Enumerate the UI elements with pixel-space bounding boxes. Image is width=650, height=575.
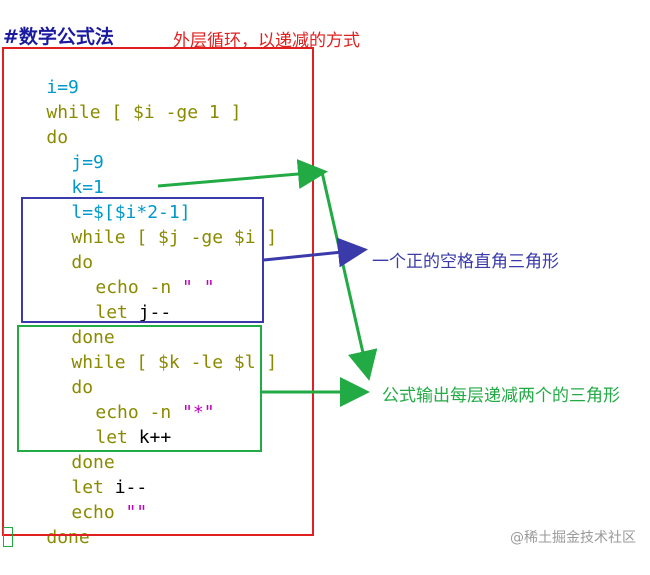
code-line-15: let k++ (52, 400, 171, 448)
green-arrow-formula (157, 159, 328, 189)
watermark: @稀土掘金技术社区 (510, 530, 636, 546)
star-loop-box (17, 325, 262, 452)
annotation-arrows (157, 159, 378, 407)
code-line-12: while [ $k -le $l ] (28, 325, 277, 373)
code-editor[interactable]: #数学公式法 外层循环，以递减的方式 i=9 while [ $i -ge 1 … (0, 0, 650, 561)
title-line: #数学公式法 (3, 25, 114, 49)
code-line-5: k=1 (28, 150, 104, 198)
code-line-8: do (28, 225, 93, 273)
code-line-3: do (3, 100, 68, 148)
green-arrow-down (320, 171, 378, 381)
string: "" (114, 502, 148, 523)
space-triangle-note: 一个正的空格直角三角形 (372, 252, 559, 272)
keyword: done (71, 327, 115, 348)
code-text: [ $i -ge 1 ] (100, 102, 242, 123)
star-triangle-note: 公式输出每层递减两个的三角形 (382, 386, 620, 406)
code-line-19: done (3, 500, 89, 548)
string: "*" (171, 402, 215, 423)
code-text: i-- (103, 477, 148, 498)
code-text: [ $j -ge $i ] (125, 227, 278, 248)
code-text: k++ (127, 427, 172, 448)
code-line-11: done (28, 300, 114, 348)
code-text: l=$[$i*2-1] (71, 202, 191, 223)
code-line-18: echo "" (28, 475, 147, 523)
code-line-9: echo -n " " (52, 250, 214, 298)
code-line-7: while [ $j -ge $i ] (28, 200, 277, 248)
code-line-17: let i-- (28, 450, 147, 498)
keyword: let (71, 477, 104, 498)
code-line-10: let j-- (52, 275, 171, 323)
title-text: #数学公式法 (3, 26, 114, 48)
text-cursor (3, 527, 13, 547)
code-line-4: j=9 (28, 125, 104, 173)
keyword: echo -n (95, 277, 172, 298)
keyword: do (71, 252, 94, 273)
code-text: j=9 (71, 152, 104, 173)
code-line-2: while [ $i -ge 1 ] (3, 75, 241, 123)
code-line-1: i=9 (3, 50, 79, 98)
code-text: [ $k -le $l ] (125, 352, 278, 373)
code-line-14: echo -n "*" (52, 375, 214, 423)
keyword: while (71, 227, 126, 248)
space-loop-box (21, 197, 264, 323)
keyword: let (95, 427, 128, 448)
keyword: echo (71, 502, 115, 523)
code-line-13: do (28, 350, 93, 398)
outer-loop-box (2, 47, 314, 536)
outer-loop-note: 外层循环，以递减的方式 (173, 31, 360, 51)
keyword: do (46, 127, 69, 148)
code-text: j-- (127, 302, 172, 323)
keyword: done (46, 527, 90, 548)
keyword: do (71, 377, 94, 398)
code-text: i=9 (46, 77, 79, 98)
code-line-16: done (28, 425, 114, 473)
blue-arrow (263, 237, 368, 268)
keyword: while (46, 102, 101, 123)
code-line-6: l=$[$i*2-1] (28, 175, 190, 223)
code-text: k=1 (71, 177, 104, 198)
keyword: let (95, 302, 128, 323)
keyword: while (71, 352, 126, 373)
keyword: echo -n (95, 402, 172, 423)
keyword: done (71, 452, 115, 473)
string: " " (171, 277, 215, 298)
